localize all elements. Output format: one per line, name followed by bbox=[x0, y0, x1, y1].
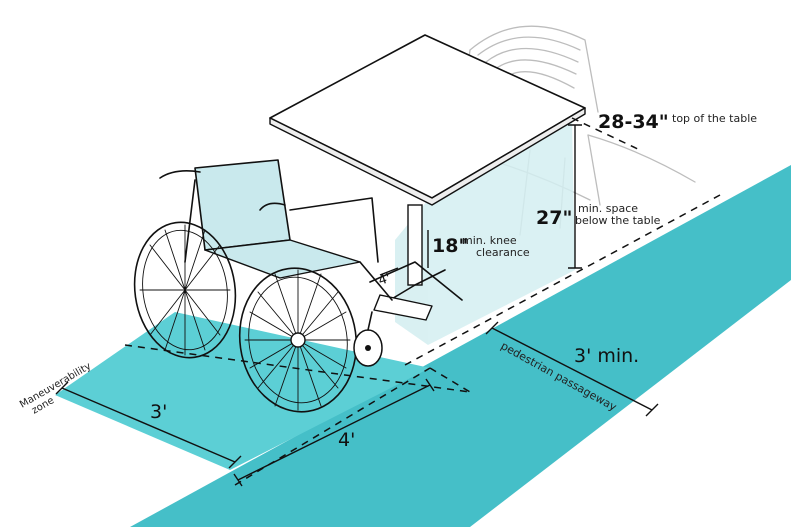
label-passage-width: 3' min. bbox=[574, 345, 639, 367]
label-zone-length: 4' bbox=[338, 429, 355, 451]
label-table-height-value: 28-34" bbox=[598, 111, 669, 133]
dim-zone-width bbox=[61, 387, 236, 463]
label-zone-width: 3' bbox=[150, 401, 167, 423]
label-table-height-desc: top of the table bbox=[672, 112, 757, 125]
label-space-below-value: 27" bbox=[536, 207, 572, 229]
label-small-depth: 4' bbox=[377, 271, 393, 289]
wheelchair-footrest bbox=[373, 294, 433, 321]
dim-passage-width bbox=[491, 327, 653, 411]
label-space-below-desc-1: min. space bbox=[578, 202, 638, 215]
label-knee-desc-2: clearance bbox=[476, 246, 530, 259]
table-pedestal bbox=[407, 204, 423, 286]
wheelchair-backrest bbox=[194, 159, 291, 251]
maneuverability-zone bbox=[55, 312, 430, 470]
label-knee-desc-1: min. knee bbox=[462, 234, 517, 247]
table bbox=[269, 34, 586, 301]
dashed-zone-edge bbox=[124, 344, 471, 393]
dim-zone-length bbox=[237, 384, 431, 481]
clearance-volume bbox=[428, 120, 575, 345]
label-space-below-desc-2: below the table bbox=[575, 214, 661, 227]
label-knee-value: 18" bbox=[432, 235, 468, 257]
table-top-edge bbox=[269, 107, 586, 206]
wheelchair bbox=[133, 159, 433, 413]
